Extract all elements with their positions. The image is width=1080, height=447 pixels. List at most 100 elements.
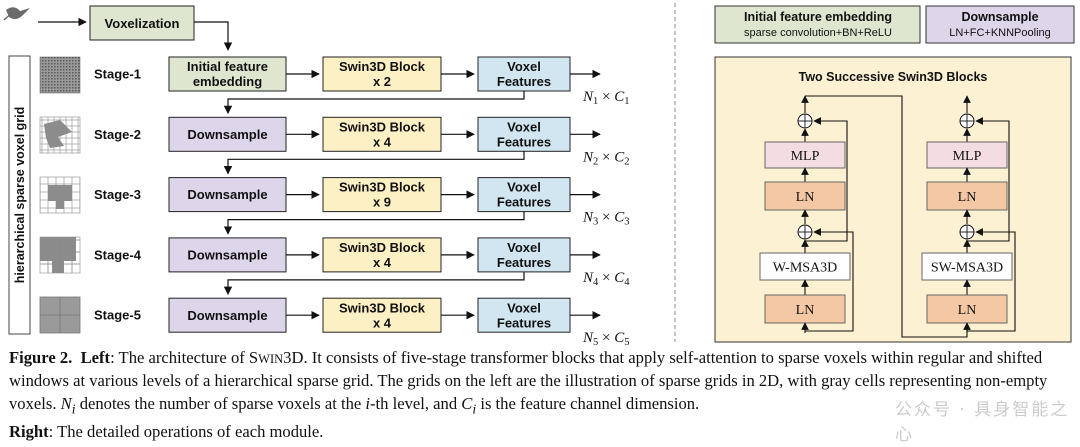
layernorm-box: LN (764, 181, 846, 211)
layernorm-box: LN (926, 181, 1008, 211)
svg-text:MLP: MLP (953, 149, 982, 164)
residual-line (805, 117, 848, 242)
first-module-label: Initial feature (187, 59, 268, 74)
voxel-features-label: Features (497, 134, 551, 149)
swin3d-block-label: x 2 (373, 74, 391, 89)
output-shape: N3 × C3 (582, 210, 630, 228)
stage-label: Stage-1 (94, 67, 141, 82)
add-icon (959, 224, 975, 240)
first-module-label: embedding (193, 74, 262, 89)
svg-text:W-MSA3D: W-MSA3D (773, 261, 838, 276)
voxelization-label: Voxelization (105, 16, 180, 31)
residual-line (967, 228, 1016, 332)
swin3d-block-1: MLP LN W-MSA3D LN (759, 95, 854, 333)
side-label-box: hierarchical sparse voxel grid (8, 55, 31, 335)
svg-text:SW-MSA3D: SW-MSA3D (931, 261, 1003, 276)
watermark: 公众号 · 具身智能之心 (895, 400, 1070, 445)
swin3d-block-label: Swin3D Block (339, 59, 426, 74)
bird-icon (3, 7, 30, 21)
attention-box: SW-MSA3D (921, 252, 1013, 281)
layernorm-box: LN (926, 294, 1008, 324)
svg-text:Initial feature embedding: Initial feature embedding (744, 10, 892, 24)
layernorm-box: LN (764, 294, 846, 324)
stage-label: Stage-3 (94, 187, 141, 202)
downsample-box: Downsample (168, 297, 287, 333)
add-icon (959, 113, 975, 129)
voxel-features-label: Voxel (507, 119, 541, 134)
downsample-box: Downsample (168, 177, 287, 213)
architecture-diagram: Voxelization hierarchical sparse voxel g… (3, 3, 1075, 345)
grid-thumb-stage-3 (39, 176, 81, 214)
swin3d-block-label: Swin3D Block (339, 240, 426, 255)
swin3d-block-label: x 9 (373, 195, 391, 210)
first-module-label: Downsample (187, 127, 267, 142)
stage-label: Stage-2 (94, 127, 141, 142)
first-module-label: Downsample (187, 187, 267, 202)
stage-transition-arrow (223, 271, 525, 296)
svg-text:LN: LN (958, 303, 977, 318)
residual-line (967, 117, 1010, 242)
voxel-features-label: Voxel (507, 240, 541, 255)
mlp-box: MLP (764, 141, 846, 169)
first-module-label: Downsample (187, 247, 267, 262)
add-icon (797, 224, 813, 240)
svg-text:MLP: MLP (791, 149, 820, 164)
voxel-features-label: Features (497, 315, 551, 330)
downsample-box: Downsample (168, 237, 287, 273)
side-label: hierarchical sparse voxel grid (13, 107, 27, 283)
figure-caption: Figure 2. Left: The architecture of SWIN… (9, 348, 1048, 441)
swin3d-block-2: MLP LN SW-MSA3D LN (921, 95, 1016, 333)
voxel-features-label: Voxel (507, 59, 541, 74)
stage-transition-arrow (223, 91, 525, 115)
voxel-features-label: Features (497, 255, 551, 270)
grid-thumb-stage-4 (39, 236, 81, 274)
add-icon (797, 113, 813, 129)
stage-label: Stage-4 (94, 247, 142, 262)
stage-transition-arrow (223, 151, 525, 175)
grid-thumb-stage-1 (39, 56, 81, 94)
panel-title: Two Successive Swin3D Blocks (799, 70, 988, 84)
voxel-features-label: Features (497, 195, 551, 210)
downsample-box: Downsample (168, 116, 287, 152)
voxelization-box: Voxelization (89, 5, 195, 41)
voxel-features-label: Voxel (507, 300, 541, 315)
svg-text:LN: LN (958, 190, 977, 205)
residual-line (805, 228, 854, 332)
swin3d-block-label: x 4 (373, 315, 392, 330)
legend-initial-embedding: Initial feature embedding sparse convolu… (714, 5, 921, 44)
output-shape: N5 × C5 (582, 330, 630, 345)
swin3d-block-label: Swin3D Block (339, 119, 426, 134)
svg-text:Downsample: Downsample (961, 10, 1038, 24)
output-shape: N4 × C4 (582, 270, 630, 288)
svg-text:sparse convolution+BN+ReLU: sparse convolution+BN+ReLU (744, 27, 892, 39)
swin3d-block-label: x 4 (373, 255, 392, 270)
legend-downsample: Downsample LN+FC+KNNPooling (925, 5, 1075, 44)
svg-text:LN: LN (796, 190, 815, 205)
voxel-features-label: Features (497, 74, 551, 89)
mlp-box: MLP (926, 141, 1008, 169)
output-shape: N2 × C2 (582, 149, 630, 167)
voxel-features-label: Voxel (507, 180, 541, 195)
swin3d-block-label: x 4 (373, 134, 392, 149)
svg-text:LN+FC+KNNPooling: LN+FC+KNNPooling (949, 27, 1051, 39)
arrow-voxelization-to-embedding (194, 21, 233, 51)
grid-thumb-stage-5 (39, 296, 81, 334)
stage-transition-arrow (223, 211, 525, 235)
swin3d-block-label: Swin3D Block (339, 180, 426, 195)
